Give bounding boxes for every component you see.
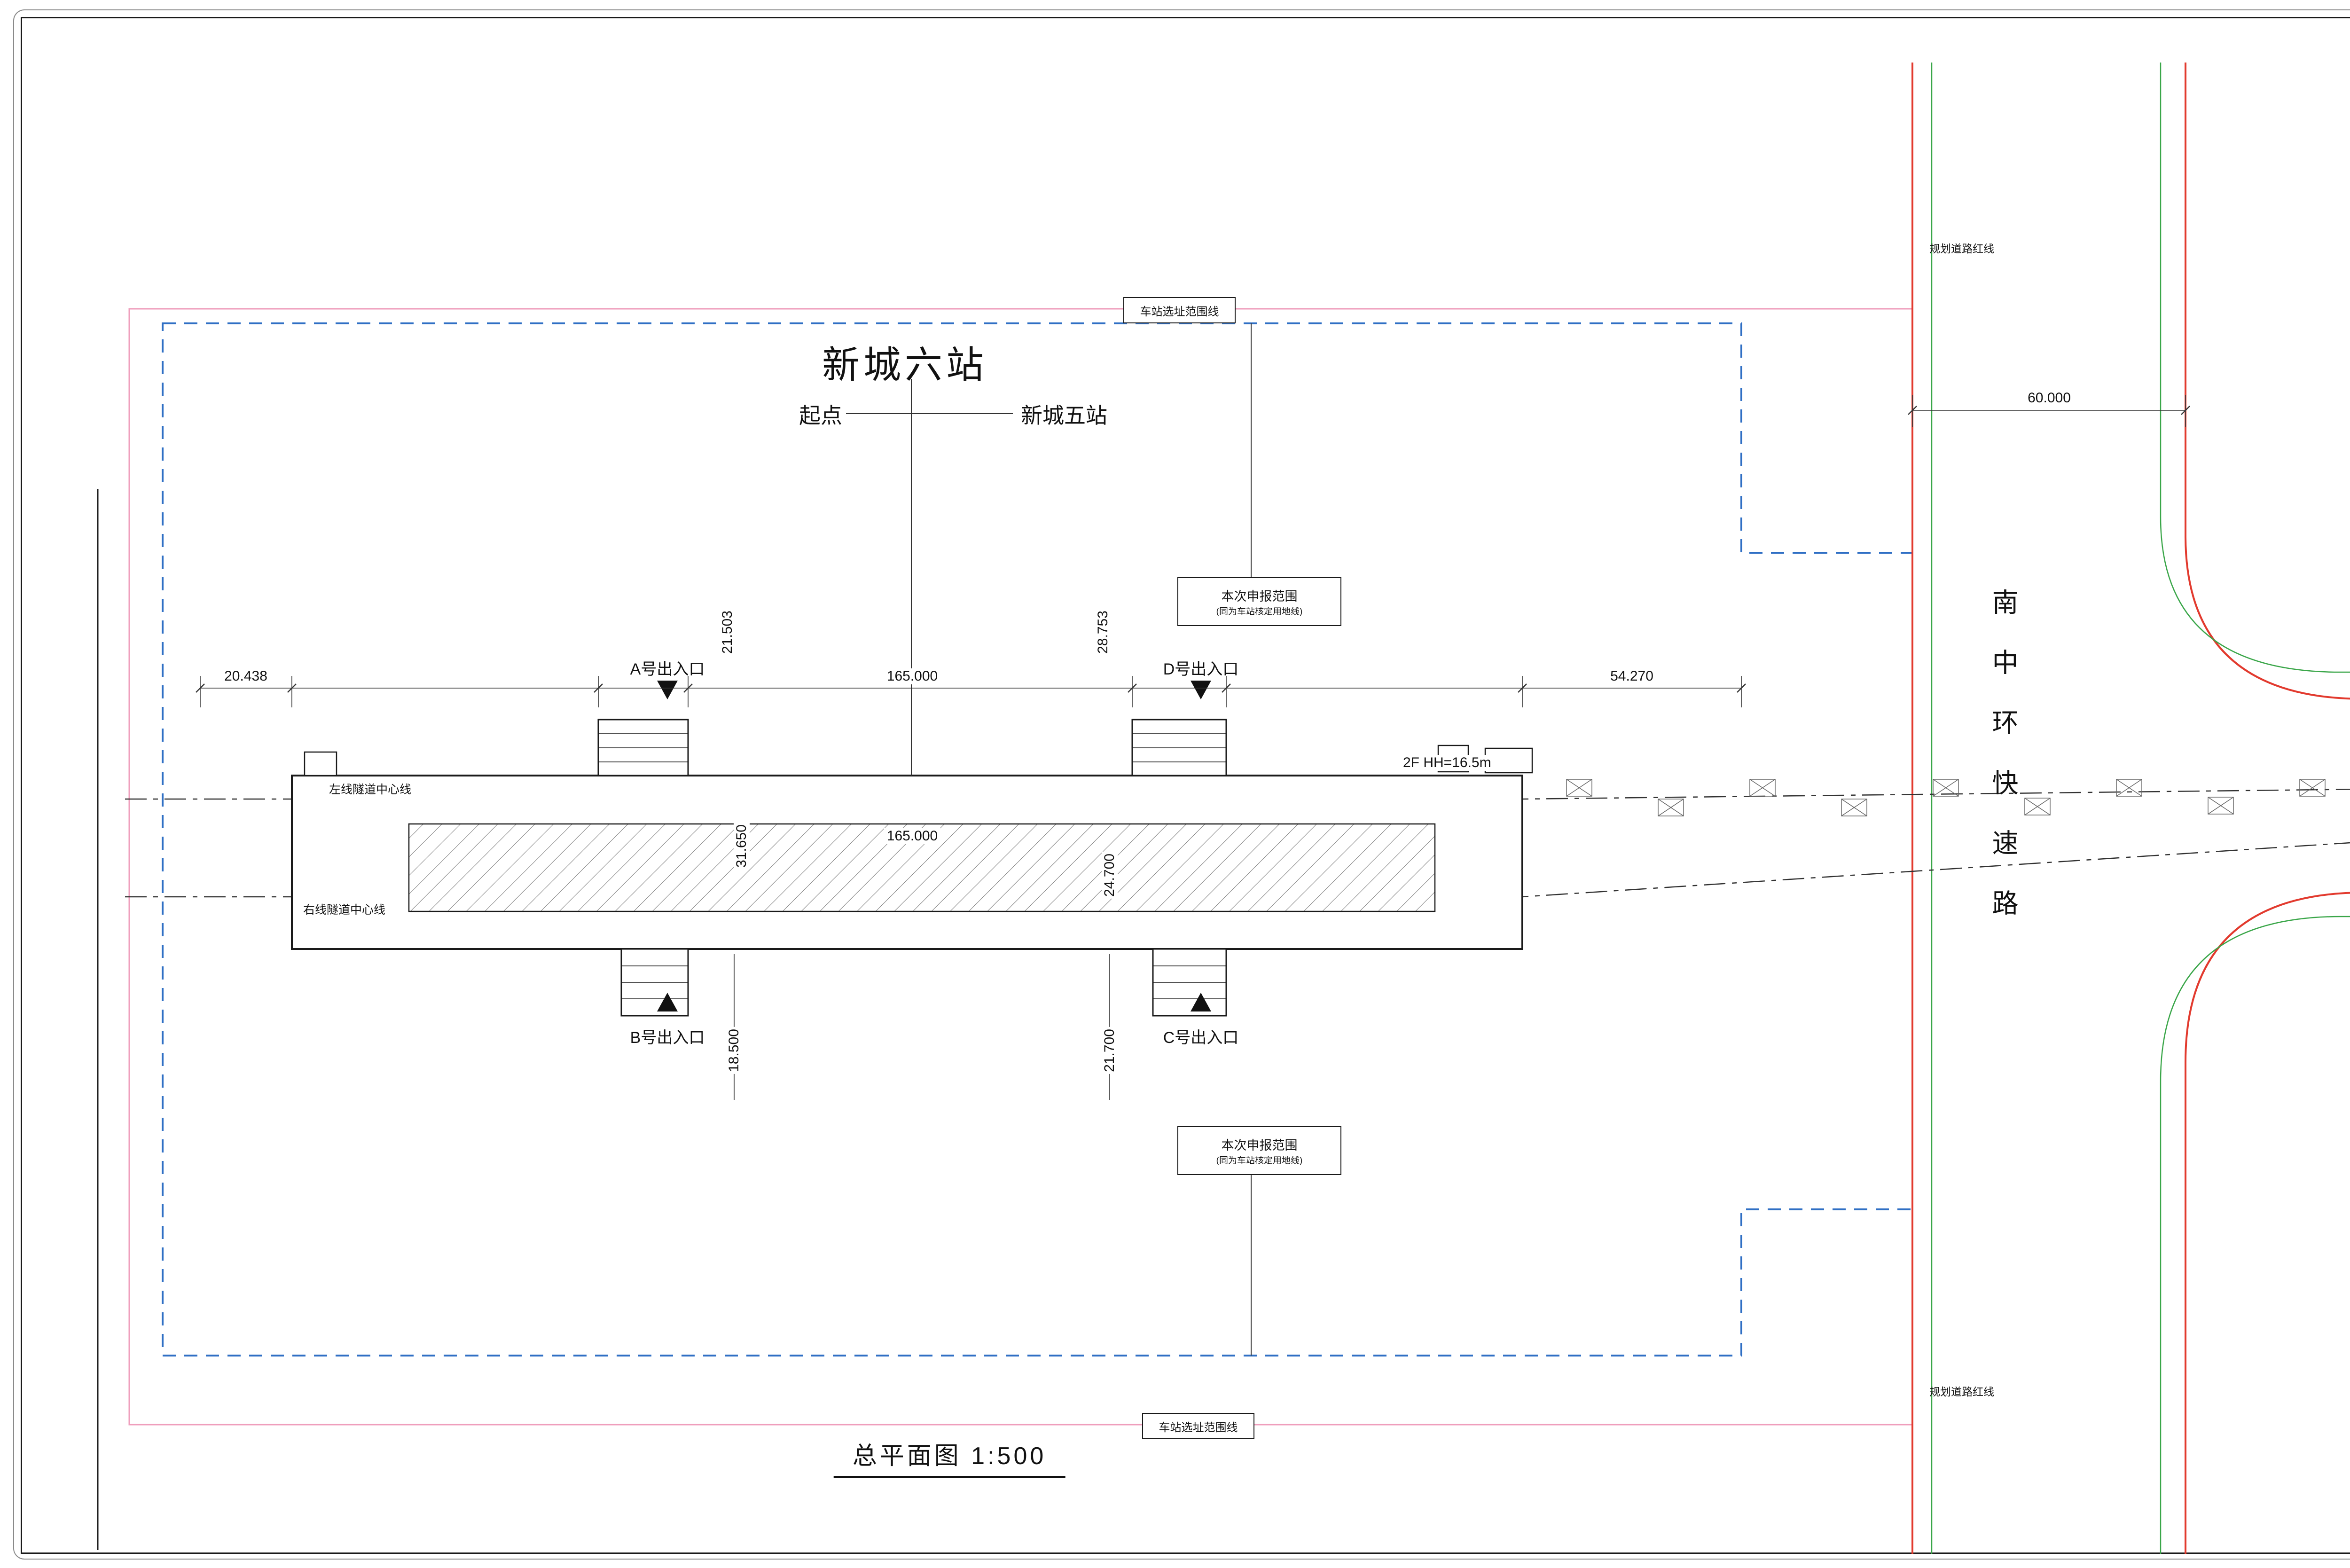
previous-station-label: 新城五站 (1021, 403, 1107, 428)
entrance-d-label: D号出入口 (1163, 660, 1239, 678)
station-title: 新城六站 (822, 344, 987, 386)
left-tunnel-label: 左线隧道中心线 (329, 780, 412, 797)
dim-entrance-c: 21.700 (1102, 1027, 1118, 1074)
dimension-lines (196, 395, 2190, 1100)
dim-left-offset: 20.438 (221, 668, 270, 684)
entrance-b-label: B号出入口 (630, 1029, 705, 1047)
dim-inner-length: 165.000 (884, 828, 941, 844)
scope-callout-line2: (同为车站核定用地线) (1216, 607, 1303, 617)
dim-inner-width-1: 31.650 (734, 823, 750, 870)
title-leader-lines (846, 323, 1252, 1356)
entrance-markers (657, 681, 1211, 1011)
route-start-label: 起点 (799, 403, 842, 428)
dim-road-west: 60.000 (2025, 390, 2074, 406)
scope-callout-line2: (同为车站核定用地线) (1216, 1156, 1303, 1166)
dim-right-offset: 54.270 (1607, 668, 1656, 684)
sheet-frame (21, 17, 2350, 1554)
south-ring-road-label: 南中环快速路 (1989, 588, 2018, 949)
road-red-lines (1911, 63, 2350, 1554)
dim-entrance-d: 28.753 (1095, 609, 1111, 656)
green-lines (1931, 63, 2350, 1554)
dim-mid-length: 165.000 (884, 668, 941, 684)
right-tunnel-label: 右线隧道中心线 (303, 901, 386, 917)
dim-inner-width-2: 24.700 (1102, 852, 1118, 899)
entrance-a-label: A号出入口 (630, 660, 705, 678)
application-scope-boundary (162, 322, 1913, 1356)
scope-callout-line1: 本次申报范围 (1221, 589, 1298, 604)
station-floor-label: 2F HH=16.5m (1403, 755, 1491, 771)
road-redline-label: 规划道路红线 (1929, 243, 1994, 255)
road-utility-symbols (1566, 779, 2326, 816)
scope-callout-top: 本次申报范围 (同为车站核定用地线) (1177, 577, 1341, 626)
site-line-box-bottom: 车站选址范围线 (1142, 1413, 1254, 1439)
drawing-caption: 总平面图 1:500 (833, 1436, 1065, 1478)
scope-callout-line1: 本次申报范围 (1221, 1138, 1298, 1152)
dim-entrance-a: 21.503 (720, 609, 736, 656)
sheet-outer-border (13, 9, 2350, 1560)
site-line-box-top: 车站选址范围线 (1123, 297, 1236, 323)
road-redline-label: 规划道路红线 (1929, 1386, 1994, 1398)
entrance-c-label: C号出入口 (1163, 1029, 1239, 1047)
dim-entrance-b: 18.500 (726, 1027, 742, 1074)
scope-callout-bottom: 本次申报范围 (同为车站核定用地线) (1177, 1126, 1341, 1175)
